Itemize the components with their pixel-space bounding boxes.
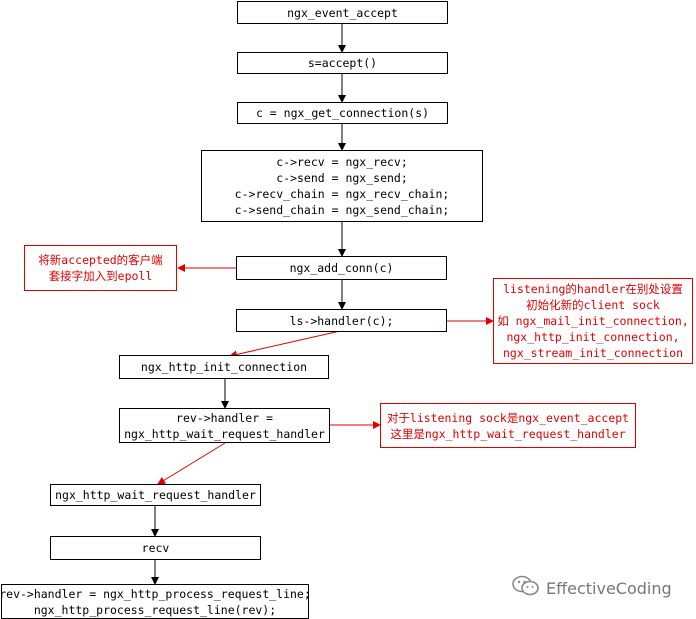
node-assign-callbacks: c->recv = ngx_recv; c->send = ngx_send; … (201, 150, 483, 222)
note-epoll-line: 将新accepted的客户端 (38, 253, 163, 267)
assign-line: c->recv_chain = ngx_recv_chain; (234, 187, 450, 201)
wechat-icon (512, 575, 540, 601)
node-ngx-event-accept: ngx_event_accept (237, 1, 448, 24)
assign-line: c->send_chain = ngx_send_chain; (234, 203, 450, 217)
arrow-to-wait-handler (157, 442, 226, 485)
note-listening: listening的handler在别处设置 初始化新的client sock … (493, 278, 693, 364)
note-listening-line: 如 ngx_mail_init_connection, (497, 314, 689, 328)
process-line: rev->handler = ngx_http_process_request_… (0, 586, 311, 601)
note-wait-line: 对于listening sock是ngx_event_accept (386, 410, 630, 425)
note-listening-line: ngx_stream_init_connection (502, 346, 683, 360)
node-process-request-line: rev->handler = ngx_http_process_request_… (0, 584, 311, 619)
node-accept: s=accept() (237, 52, 448, 74)
node-http-init-connection: ngx_http_init_connection (119, 355, 329, 379)
note-epoll-line: 套接字加入到epoll (48, 269, 153, 283)
note-wait-handler: 对于listening sock是ngx_event_accept 这里是ngx… (380, 403, 636, 448)
node-rev-handler: rev->handler = ngx_http_wait_request_han… (119, 408, 330, 443)
node-add-conn: ngx_add_conn(c) (236, 256, 447, 280)
note-listening-line: listening的handler在别处设置 (503, 282, 683, 296)
node-wait-request-handler: ngx_http_wait_request_handler (50, 484, 261, 506)
arrow-to-init-connection (229, 330, 341, 359)
note-listening-line: ngx_http_init_connection, (506, 330, 680, 344)
note-epoll: 将新accepted的客户端 套接字加入到epoll (24, 245, 177, 291)
note-listening-line: 初始化新的client sock (526, 298, 660, 312)
note-wait-line: 这里是ngx_http_wait_request_handler (390, 426, 626, 441)
assign-line: c->recv = ngx_recv; (276, 155, 408, 169)
rev-handler-line: ngx_http_wait_request_handler (124, 426, 325, 441)
watermark: EffectiveCoding (512, 575, 672, 601)
node-recv: recv (50, 536, 261, 560)
watermark-text: EffectiveCoding (546, 578, 672, 598)
node-get-connection: c = ngx_get_connection(s) (237, 102, 448, 124)
node-ls-handler: ls->handler(c); (236, 309, 447, 332)
process-line: ngx_http_process_request_line(rev); (33, 602, 277, 617)
rev-handler-line: rev->handler = (176, 410, 273, 425)
assign-line: c->send = ngx_send; (276, 171, 408, 185)
